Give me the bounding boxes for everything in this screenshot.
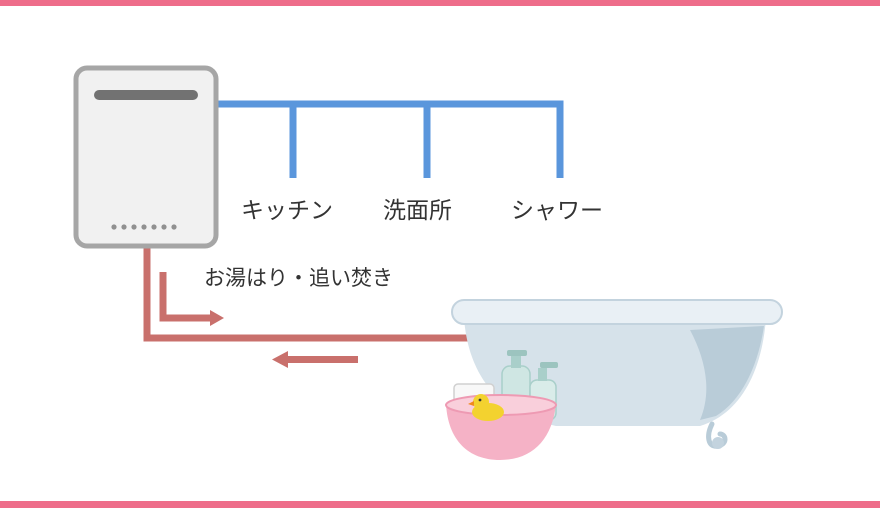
bath-return-pipe (143, 246, 470, 342)
water-heater-icon (73, 65, 219, 249)
label-shower: シャワー (511, 198, 603, 224)
bath-feed-pipe (159, 272, 210, 322)
label-washroom: 洗面所 (383, 198, 452, 224)
label-kitchen: キッチン (241, 198, 333, 224)
supply-pipe-main (214, 100, 564, 178)
top-border (0, 0, 880, 6)
supply-pipes (214, 100, 564, 178)
label-bath-fill: お湯はり・追い焚き (204, 266, 393, 290)
return-arrow-icon (272, 351, 288, 368)
rubber-duck-icon (468, 394, 504, 421)
feed-arrow-icon (210, 310, 224, 326)
bath-pipes (143, 246, 470, 368)
return-arrow-shaft (286, 356, 358, 363)
bottom-border (0, 501, 880, 508)
